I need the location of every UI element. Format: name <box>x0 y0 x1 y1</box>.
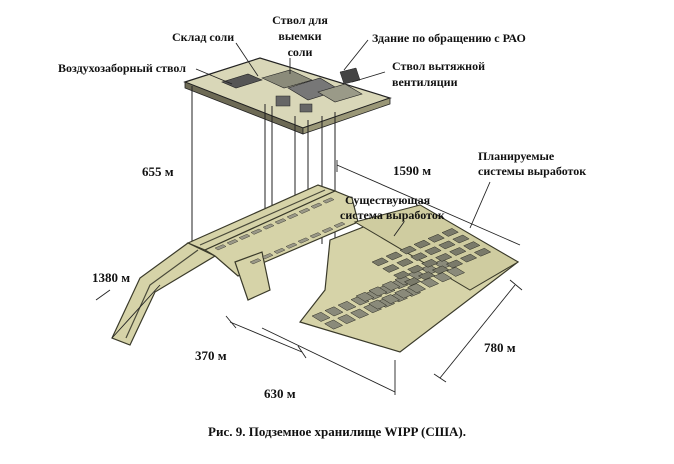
drift-block <box>262 223 275 230</box>
west-drift-line <box>125 249 199 339</box>
surface-plate <box>183 57 392 135</box>
disposal-room <box>337 314 357 325</box>
label-salt-shaft-2: выемки <box>278 29 321 43</box>
planned-room <box>473 247 492 257</box>
planned-room <box>385 251 403 261</box>
disposal-rooms <box>311 228 492 330</box>
drift-block <box>285 242 298 249</box>
planned-room <box>371 257 389 267</box>
upper-drift-line <box>199 189 326 246</box>
planned-room <box>452 234 470 244</box>
drift-block <box>214 244 227 251</box>
disposal-room <box>324 319 344 330</box>
planned-room <box>393 270 411 280</box>
dim-655: 655 м <box>142 164 174 179</box>
drift-block <box>226 239 239 246</box>
drift-block <box>273 247 286 254</box>
planned-room <box>399 245 417 255</box>
planned-room <box>463 241 481 250</box>
drift-block <box>297 237 310 244</box>
drift-block <box>249 258 262 265</box>
planned-room <box>427 233 445 243</box>
label-air-intake-shaft: Воздухозаборный ствол <box>58 61 186 75</box>
planned-room <box>459 253 478 263</box>
disposal-room <box>324 306 344 317</box>
planned-room <box>421 258 439 268</box>
disposal-room <box>420 277 440 288</box>
planned-room <box>441 228 459 237</box>
label-salt-shaft-3: соли <box>288 45 313 59</box>
disposal-room <box>407 283 427 294</box>
drift-block <box>310 202 323 209</box>
drift-block <box>333 221 346 228</box>
drift-block <box>250 228 263 235</box>
label-exhaust-shaft-1: Ствол вытяжной <box>392 59 485 73</box>
label-exhaust-shaft-2: вентиляции <box>392 75 458 89</box>
planned-room <box>431 265 450 275</box>
label-salt-shaft-1: Ствол для <box>272 13 328 27</box>
drift-block <box>286 213 299 220</box>
planned-room <box>417 271 436 281</box>
drift-block <box>321 227 334 234</box>
drift-block <box>238 233 251 240</box>
leader-lines <box>195 39 491 237</box>
planned-room <box>403 277 422 286</box>
dim-780: 780 м <box>484 340 516 355</box>
disposal-room <box>394 288 414 299</box>
disposal-room <box>381 294 401 305</box>
dimension-lines <box>95 160 523 395</box>
disposal-room <box>350 308 370 319</box>
planned-room <box>449 247 467 256</box>
disposal-room <box>368 286 388 297</box>
label-existing-1: Существующая <box>345 193 431 207</box>
label-planned-1: Планируемые <box>478 149 555 163</box>
drift-block <box>298 207 311 214</box>
disposal-room <box>381 281 401 291</box>
drift-block <box>274 218 287 225</box>
drift-block <box>261 253 274 260</box>
disposal-room <box>363 303 383 314</box>
dim-630: 630 м <box>264 386 296 401</box>
label-planned-2: системы выработок <box>478 164 586 178</box>
planned-room <box>413 239 431 249</box>
disposal-room <box>355 291 375 302</box>
dim-370: 370 м <box>195 348 227 363</box>
disposal-room <box>350 295 370 306</box>
label-existing-2: система выработок <box>340 208 445 222</box>
planned-room <box>445 259 464 269</box>
disposal-room <box>311 311 331 322</box>
access-drifts <box>125 189 346 339</box>
planned-room <box>438 240 456 250</box>
dim-1380: 1380 м <box>92 270 130 285</box>
drift-block <box>322 197 335 204</box>
planned-room <box>407 264 425 274</box>
dim-1590: 1590 м <box>393 163 431 178</box>
disposal-room <box>337 301 357 311</box>
planned-room <box>396 258 414 267</box>
planned-room <box>435 253 453 262</box>
label-salt-storage: Склад соли <box>172 30 234 44</box>
planned-room <box>424 246 442 256</box>
label-rao-building: Здание по обращению с РАО <box>372 31 526 45</box>
drift-block <box>309 232 322 239</box>
disposal-room <box>368 299 388 310</box>
disposal-room <box>433 272 453 283</box>
figure-caption: Рис. 9. Подземное хранилище WIPP (США). <box>208 424 466 439</box>
disposal-room <box>446 266 466 277</box>
planned-room <box>410 252 428 261</box>
planned-room <box>382 264 400 273</box>
